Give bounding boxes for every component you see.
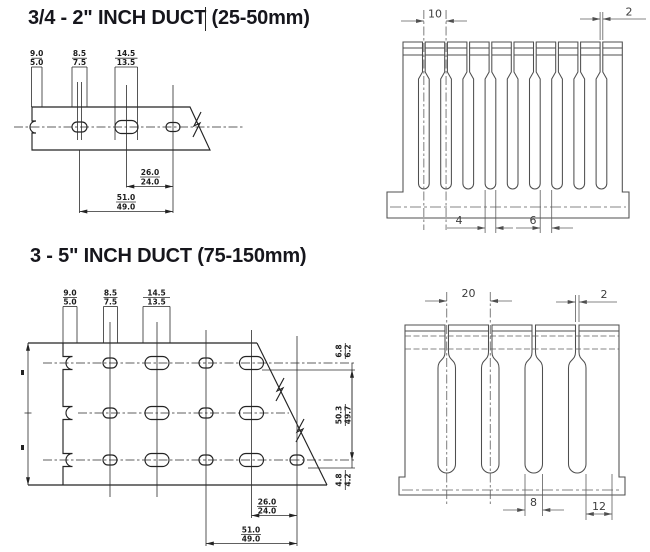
dim-long-slot-width: 14.5 13.5 (114, 49, 138, 140)
illegible-mark (21, 370, 24, 375)
dim-row-span-min: 49.7 (344, 406, 353, 425)
dim-slot-span-max: 51.0 (242, 526, 261, 535)
dim-slot-width-min: 7.5 (73, 58, 86, 67)
dim-bottom-slot-width: 4 (447, 190, 513, 233)
break-line-zigzag (275, 377, 285, 402)
dim-row-span: 50.3 49.7 (335, 363, 354, 468)
dim-notch-width-max: 9.0 (30, 49, 43, 58)
dim-notch-width-min: 5.0 (63, 298, 76, 307)
dim-finger-pitch-value: 10 (428, 8, 442, 21)
dim-long-slot-min: 13.5 (117, 58, 136, 67)
dim-slot-span-max: 51.0 (117, 193, 136, 202)
dim-slot-pitch-min: 24.0 (258, 507, 277, 516)
dim-bottom-row-offset-min: 4.2 (344, 473, 353, 486)
dim-slot-span-min: 49.0 (242, 535, 261, 544)
dim-slot-width: 8.5 7.5 (71, 49, 88, 107)
strip-outline (29, 106, 211, 151)
small-duct-title: 3/4 - 2" INCH DUCT (25-50mm) (28, 7, 310, 29)
dim-long-slot-width: 14.5 13.5 (142, 289, 171, 343)
duct-finger-outline (386, 41, 630, 219)
dim-top-row-offset: 6.8 6.2 (262, 343, 355, 371)
dim-slot-width-max: 8.5 (104, 289, 117, 298)
dim-plate-height (21, 342, 32, 486)
dim-slot-width: 8.5 7.5 (103, 289, 118, 343)
dim-top-row-offset-min: 6.2 (344, 344, 353, 357)
plate-left-edge-notches (62, 343, 73, 485)
dim-bottom-slot-width-value: 4 (456, 214, 463, 227)
dim-top-slot-width: 2 (580, 6, 646, 40)
dim-long-slot-min: 13.5 (147, 298, 166, 307)
dim-slot-pitch-min: 24.0 (141, 178, 160, 187)
dim-slot-pitch: 26.0 24.0 (126, 168, 174, 189)
dim-slot-pitch: 26.0 24.0 (251, 498, 298, 518)
dim-finger-pitch: 10 (401, 8, 467, 23)
dim-notch-width: 9.0 5.0 (62, 289, 78, 343)
dim-finger-pitch: 20 (425, 287, 512, 303)
dim-top-slot-width-value: 2 (626, 6, 633, 19)
slot-ovals (102, 355, 305, 468)
slot-oval-small (71, 121, 88, 133)
duct-finger-outline (398, 324, 626, 496)
dim-slot-pitch-max: 26.0 (141, 168, 160, 177)
dim-notch-width: 9.0 5.0 (30, 49, 43, 107)
dim-long-slot-max: 14.5 (117, 49, 136, 58)
large-duct-title: 3 - 5" INCH DUCT (75-150mm) (30, 245, 307, 267)
dim-finger-width: 12 (585, 474, 613, 520)
dim-bottom-slot-width: 8 (503, 474, 564, 516)
large-duct-flat-pattern: 9.0 5.0 8.5 7.5 14.5 13.5 (21, 289, 355, 546)
illegible-mark (21, 445, 24, 450)
dim-slot-span-min: 49.0 (117, 203, 136, 212)
small-duct-side-view: 10 2 4 (386, 6, 646, 233)
dim-slot-span: 51.0 49.0 (79, 193, 174, 214)
small-duct-flat-pattern: 9.0 5.0 8.5 7.5 14.5 13.5 (14, 49, 245, 214)
dim-slot-pitch-max: 26.0 (258, 498, 277, 507)
break-line-zigzag (192, 111, 202, 138)
dim-bottom-row-offset: 4.8 4.2 (308, 467, 355, 490)
dim-top-row-offset-max: 6.8 (335, 344, 344, 357)
dim-slot-width-min: 7.5 (104, 298, 117, 307)
dim-row-span-max: 50.3 (335, 406, 344, 425)
dim-notch-width-min: 5.0 (30, 58, 43, 67)
dim-bottom-row-offset-max: 4.8 (335, 473, 344, 486)
dim-long-slot-max: 14.5 (147, 289, 166, 298)
break-line-zigzag (295, 418, 305, 443)
dim-slot-span: 51.0 49.0 (205, 526, 298, 546)
dim-finger-width-value: 6 (530, 214, 537, 227)
dim-slot-width-max: 8.5 (73, 49, 86, 58)
dim-finger-width: 6 (516, 190, 573, 233)
dim-top-slot-width-value: 2 (601, 288, 608, 301)
dim-notch-width-max: 9.0 (63, 289, 76, 298)
dim-top-slot-width: 2 (556, 288, 617, 322)
dim-finger-pitch-value: 20 (462, 287, 476, 300)
dim-bottom-slot-width-value: 8 (530, 496, 537, 509)
plate-break-diagonal (256, 342, 328, 486)
dim-finger-width-value: 12 (592, 500, 606, 513)
large-duct-side-view: 20 2 8 12 (398, 287, 626, 520)
